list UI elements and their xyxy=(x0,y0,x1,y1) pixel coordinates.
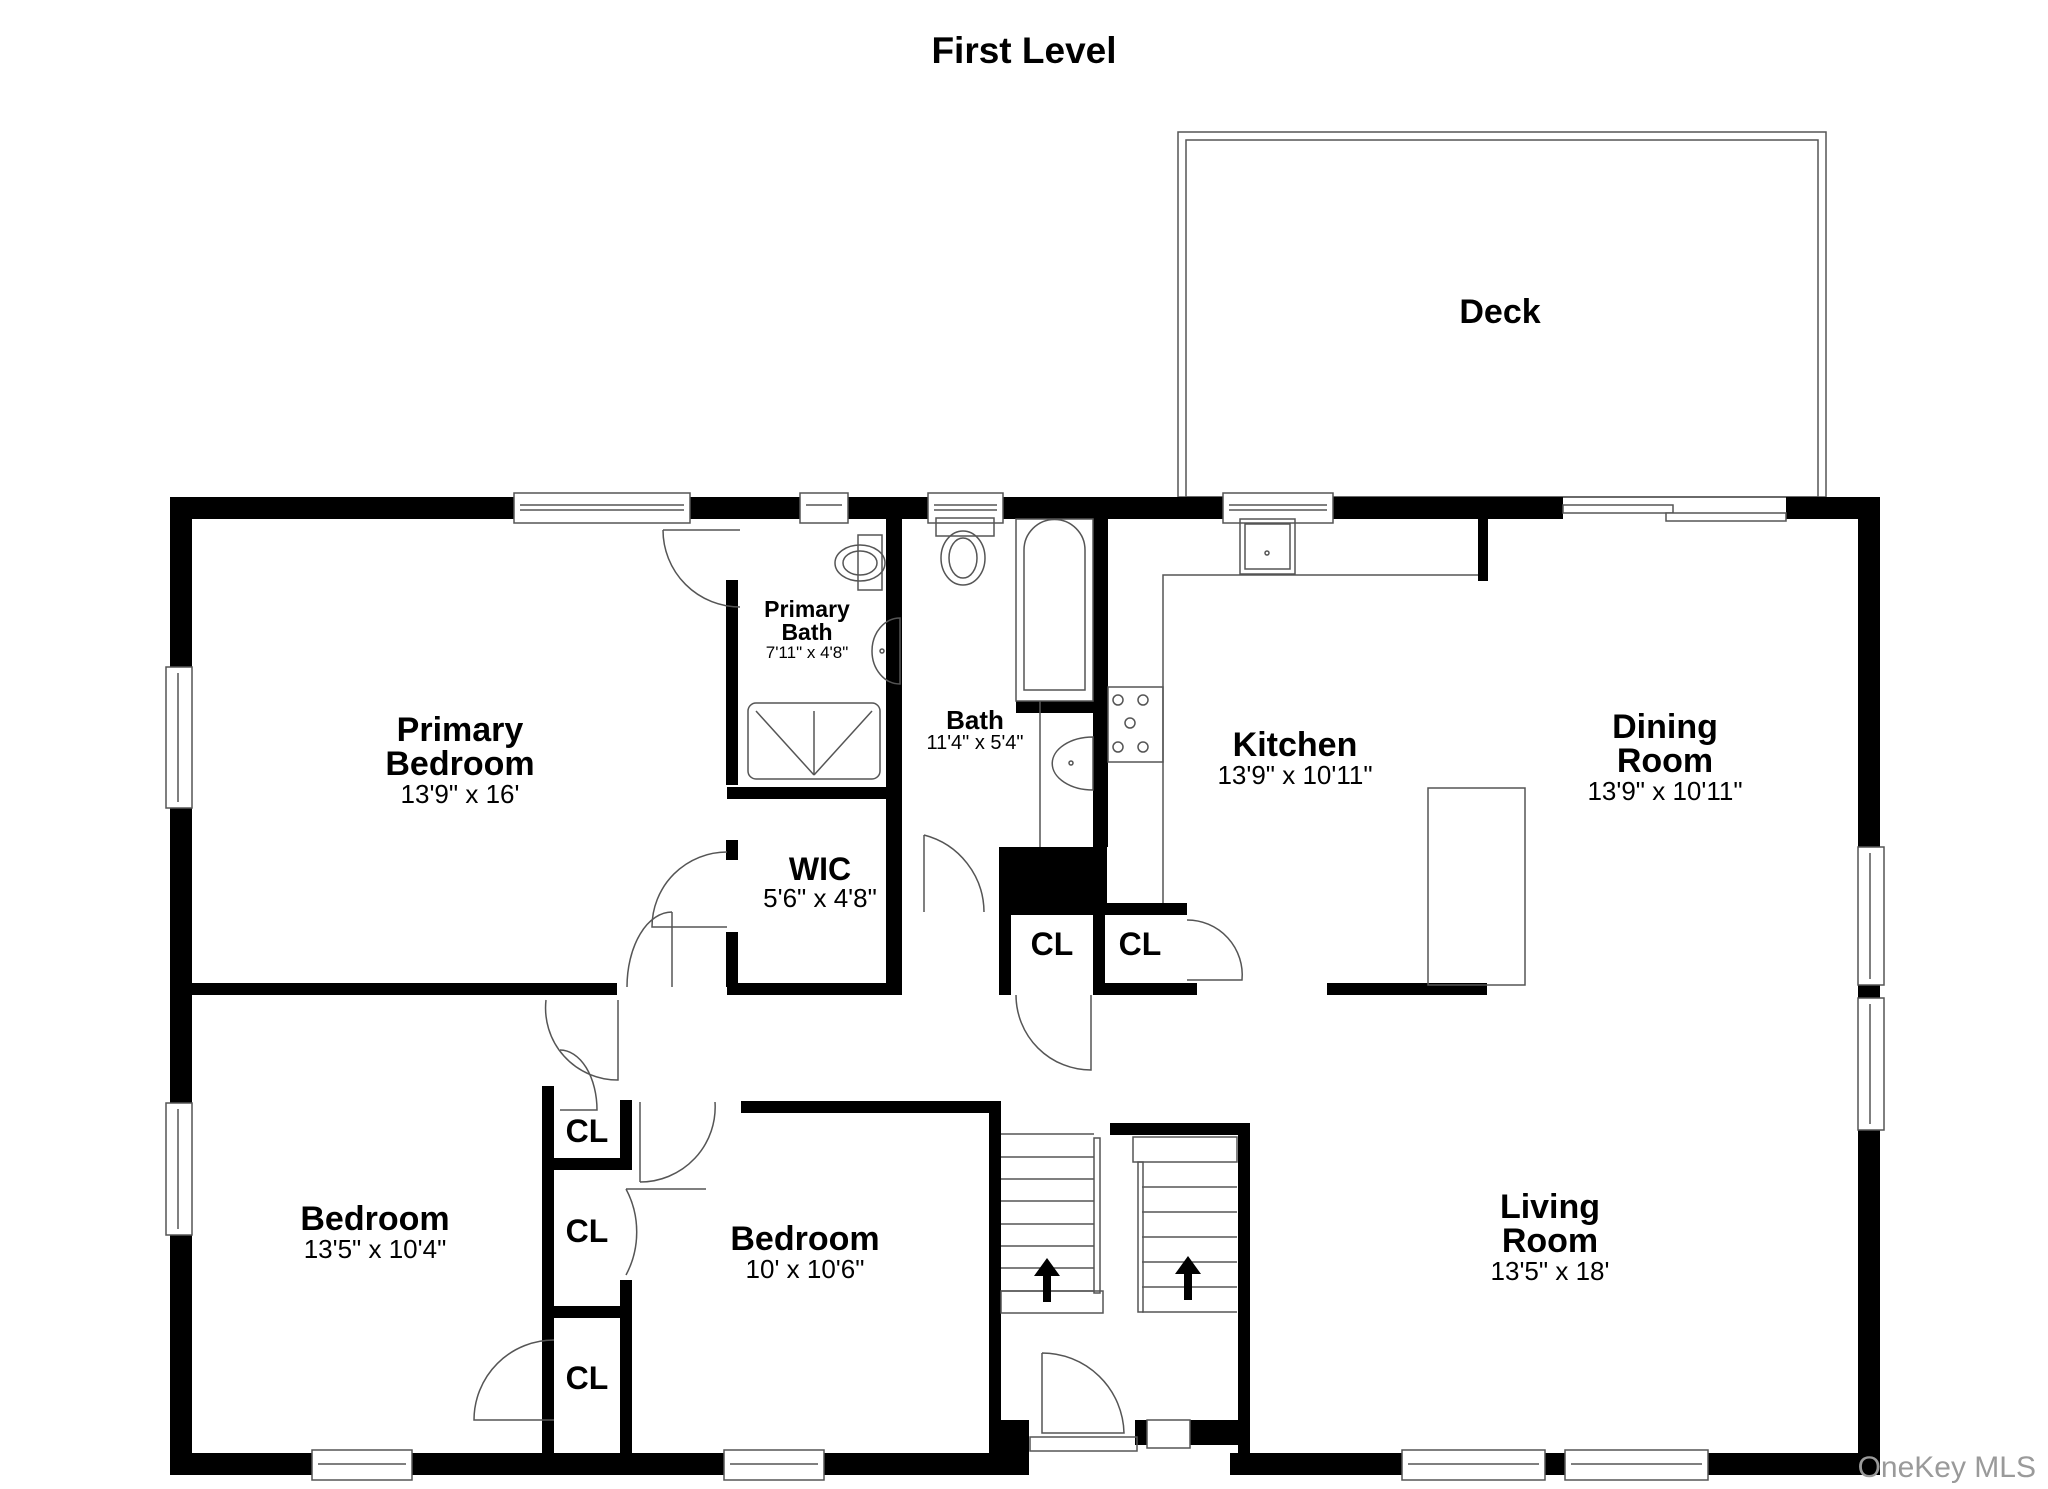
room-wic: WIC 5'6" x 4'8" xyxy=(763,851,877,913)
room-bath: Bath 11'4" x 5'4" xyxy=(926,705,1024,754)
plan-title: First Level xyxy=(931,30,1117,71)
island-icon xyxy=(1427,787,1526,986)
room-deck: Deck xyxy=(1459,293,1541,331)
up-arrow-icon xyxy=(1034,1256,1201,1302)
toilet-icon xyxy=(935,517,995,586)
room-primary-bedroom: Primary Bedroom 13'9" x 16' xyxy=(385,711,535,809)
fixtures xyxy=(747,517,1526,986)
counter xyxy=(1162,574,1478,903)
stairs xyxy=(1000,1133,1238,1314)
room-bedroom-middle: Bedroom 10' x 10'6" xyxy=(730,1220,880,1284)
room-primary-bath: Primary Bath 7'11" x 4'8" xyxy=(764,596,850,662)
room-kitchen: Kitchen 13'9" x 10'11" xyxy=(1217,726,1373,790)
room-bedroom-left: Bedroom 13'5" x 10'4" xyxy=(300,1200,450,1264)
room-closet-bedroom-upper: CL xyxy=(565,1113,609,1149)
watermark: OneKey MLS xyxy=(1857,1451,2036,1484)
room-living-room: Living Room 13'5" x 18' xyxy=(1490,1188,1610,1286)
windows xyxy=(165,492,1885,1481)
room-closet-bedroom-lower: CL xyxy=(565,1360,609,1396)
toilet-icon xyxy=(834,534,886,591)
stove-icon xyxy=(1107,686,1164,763)
door-swings xyxy=(473,529,1243,1452)
shower-icon xyxy=(747,702,881,780)
bathtub-icon xyxy=(1015,518,1094,702)
stairs-left xyxy=(1000,1133,1104,1314)
room-closet-bedroom-middle: CL xyxy=(565,1213,609,1249)
room-closet-hall-left: CL xyxy=(1030,926,1074,962)
room-dining-room: Dining Room 13'9" x 10'11" xyxy=(1587,708,1743,806)
sink-icon xyxy=(871,617,901,685)
exterior-walls xyxy=(170,497,1880,1475)
interior-walls xyxy=(192,519,1488,1475)
room-closet-hall-right: CL xyxy=(1118,926,1162,962)
kitchen-sink-icon xyxy=(1239,518,1296,575)
sink-icon xyxy=(1039,701,1094,847)
stairs-right xyxy=(1132,1136,1238,1313)
